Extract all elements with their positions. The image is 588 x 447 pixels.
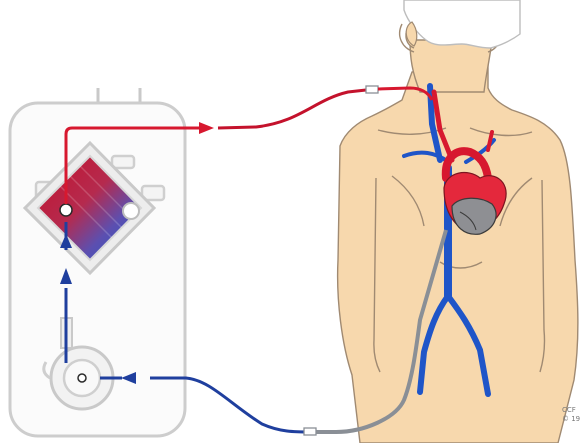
arterial-cannula bbox=[218, 90, 366, 128]
right-arrow-icon bbox=[199, 122, 214, 134]
copyright-credit: CCF © 19 bbox=[562, 406, 580, 424]
machine-handle bbox=[94, 88, 146, 103]
torso bbox=[338, 64, 578, 443]
neck bbox=[410, 40, 492, 92]
cannula-connector bbox=[366, 86, 378, 93]
oxygenator-outlet-port bbox=[60, 204, 72, 216]
ecmo-machine bbox=[10, 88, 214, 436]
cannula-connector bbox=[304, 428, 316, 435]
credit-line-1: CCF bbox=[562, 406, 576, 414]
credit-line-2: © 19 bbox=[562, 415, 580, 423]
oxygenator-gas-port bbox=[123, 203, 139, 219]
